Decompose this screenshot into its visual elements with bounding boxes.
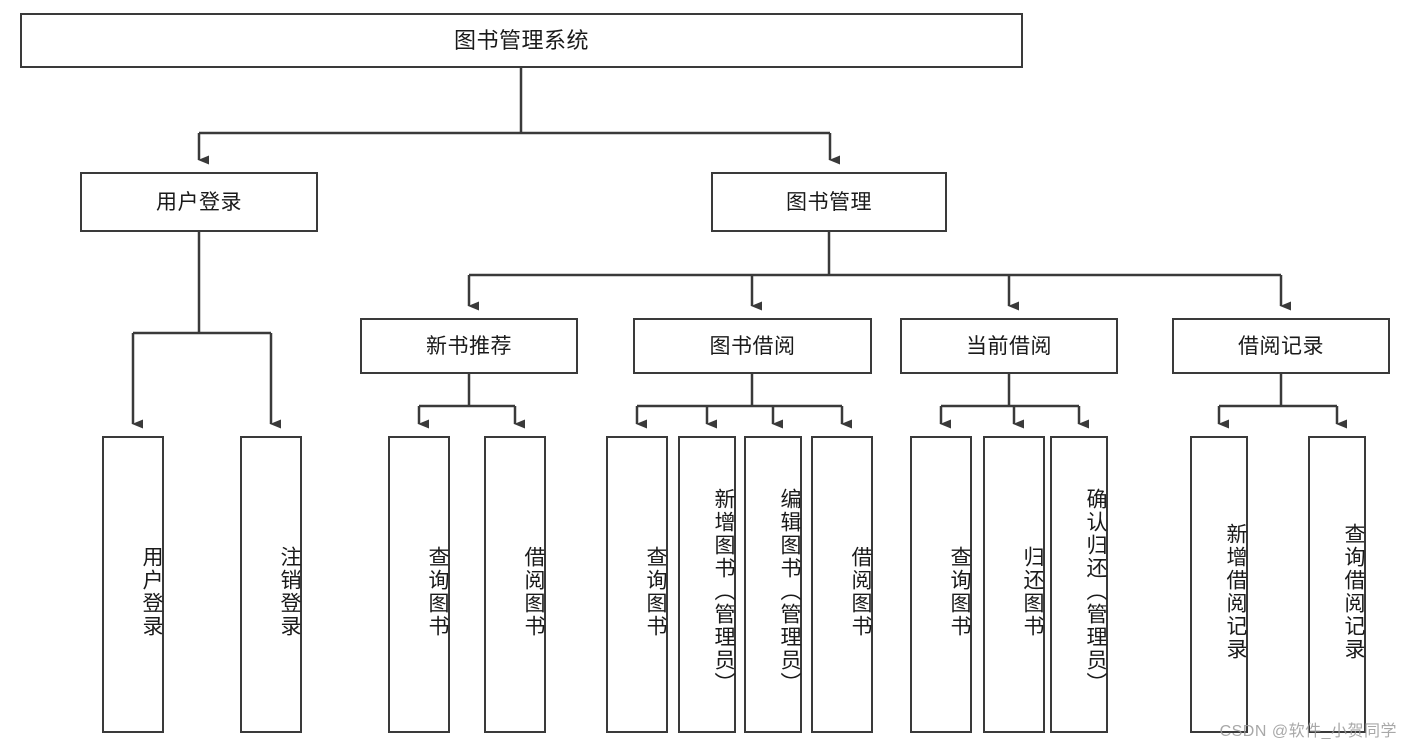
- leaf-add-book-admin[interactable]: 新增图书（管理员）: [678, 436, 736, 733]
- leaf-query-book-recommend[interactable]: 查询图书: [388, 436, 450, 733]
- node-level2-book-management[interactable]: 图书管理: [711, 172, 947, 232]
- csdn-watermark: CSDN @软件_小贺同学: [1219, 723, 1397, 740]
- node-level2-user-login[interactable]: 用户登录: [80, 172, 318, 232]
- leaf-borrow-book-recommend[interactable]: 借阅图书: [484, 436, 546, 733]
- leaf-query-book-borrow[interactable]: 查询图书: [606, 436, 668, 733]
- leaf-query-borrow-record[interactable]: 查询借阅记录: [1308, 436, 1366, 733]
- leaf-user-login[interactable]: 用户登录: [102, 436, 164, 733]
- leaf-edit-book-admin[interactable]: 编辑图书（管理员）: [744, 436, 802, 733]
- node-level3-borrow-record[interactable]: 借阅记录: [1172, 318, 1390, 374]
- leaf-query-book-current[interactable]: 查询图书: [910, 436, 972, 733]
- leaf-confirm-return-admin[interactable]: 确认归还（管理员）: [1050, 436, 1108, 733]
- leaf-logout[interactable]: 注销登录: [240, 436, 302, 733]
- leaf-return-book[interactable]: 归还图书: [983, 436, 1045, 733]
- leaf-borrow-book[interactable]: 借阅图书: [811, 436, 873, 733]
- node-level3-book-borrow[interactable]: 图书借阅: [633, 318, 872, 374]
- node-root[interactable]: 图书管理系统: [20, 13, 1023, 68]
- node-level3-current-borrow[interactable]: 当前借阅: [900, 318, 1118, 374]
- node-level3-new-book-recommend[interactable]: 新书推荐: [360, 318, 578, 374]
- leaf-add-borrow-record[interactable]: 新增借阅记录: [1190, 436, 1248, 733]
